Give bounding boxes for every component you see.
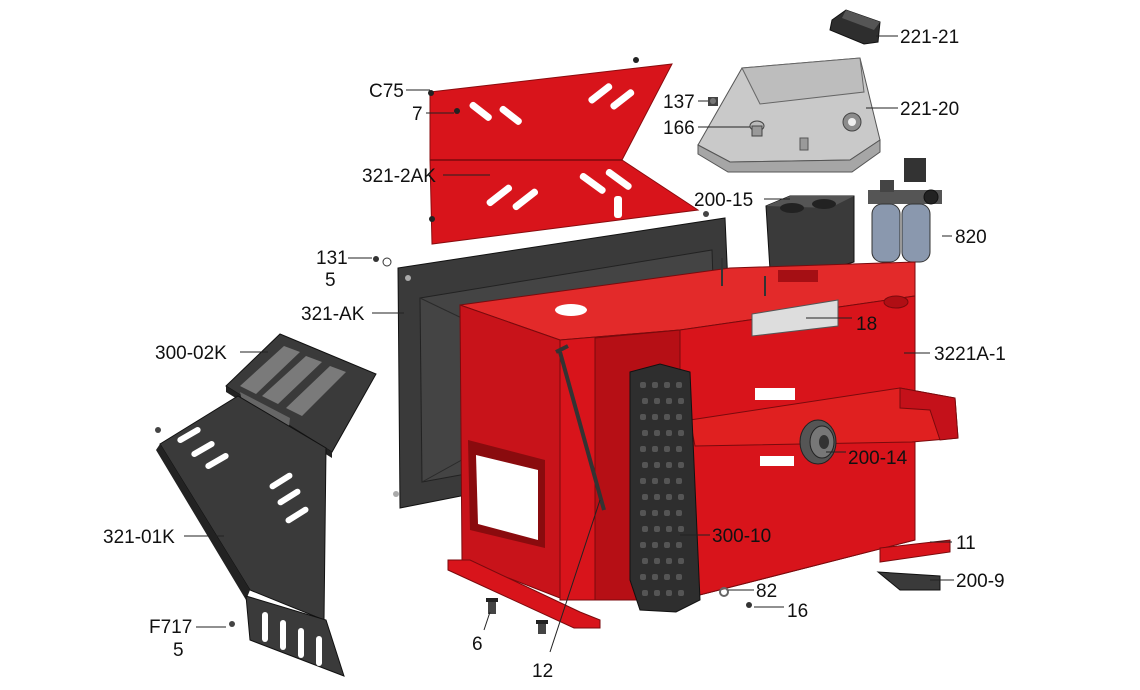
callout-c75: C75 xyxy=(369,81,404,102)
callout-131: 131 xyxy=(316,248,348,269)
leader-lines xyxy=(184,35,954,653)
black-cap-221-21 xyxy=(829,9,881,45)
black-box-200-15 xyxy=(765,195,855,273)
callout-321-01k: 321-01K xyxy=(103,527,175,548)
chute-321-01k xyxy=(155,395,345,677)
callout-137: 137 xyxy=(663,92,695,113)
callout-221-21: 221-21 xyxy=(900,27,959,48)
callout-321-2ak: 321-2AK xyxy=(362,166,436,187)
bolt-137 xyxy=(708,97,718,106)
fasteners xyxy=(373,256,941,634)
callout-820: 820 xyxy=(955,227,987,248)
callout-12: 12 xyxy=(532,661,553,682)
callout-82: 82 xyxy=(756,581,777,602)
callout-221-20: 221-20 xyxy=(900,99,959,120)
main-cabinet-3221a-1 xyxy=(447,258,959,629)
top-plate-321-2ak xyxy=(428,57,709,245)
callout-300-02k: 300-02K xyxy=(155,343,227,364)
callout-5-bottom: 5 xyxy=(173,640,184,661)
rod-12 xyxy=(555,344,606,511)
callout-f717: F717 xyxy=(149,617,192,638)
callout-200-9: 200-9 xyxy=(956,571,1005,592)
callout-300-10: 300-10 xyxy=(712,526,771,547)
callout-3221a-1: 3221A-1 xyxy=(934,344,1006,365)
filter-regulator-820 xyxy=(868,158,942,276)
callout-7: 7 xyxy=(412,104,423,125)
callout-200-15: 200-15 xyxy=(694,190,753,211)
pulley-200-14 xyxy=(799,419,837,465)
callout-321-ak: 321-AK xyxy=(301,304,365,325)
callout-11: 11 xyxy=(956,533,976,554)
callout-200-14: 200-14 xyxy=(848,448,908,469)
callout-5-top: 5 xyxy=(325,270,336,291)
callout-166: 166 xyxy=(663,118,695,139)
callout-18: 18 xyxy=(856,314,877,335)
gray-tray-221-20 xyxy=(697,57,881,173)
valve-166 xyxy=(749,120,765,137)
callout-6: 6 xyxy=(472,634,483,655)
callout-labels: 221-21 221-20 137 166 200-15 820 C75 7 3… xyxy=(103,27,1006,682)
callout-16: 16 xyxy=(787,601,808,622)
pedal-300-10 xyxy=(629,363,701,613)
